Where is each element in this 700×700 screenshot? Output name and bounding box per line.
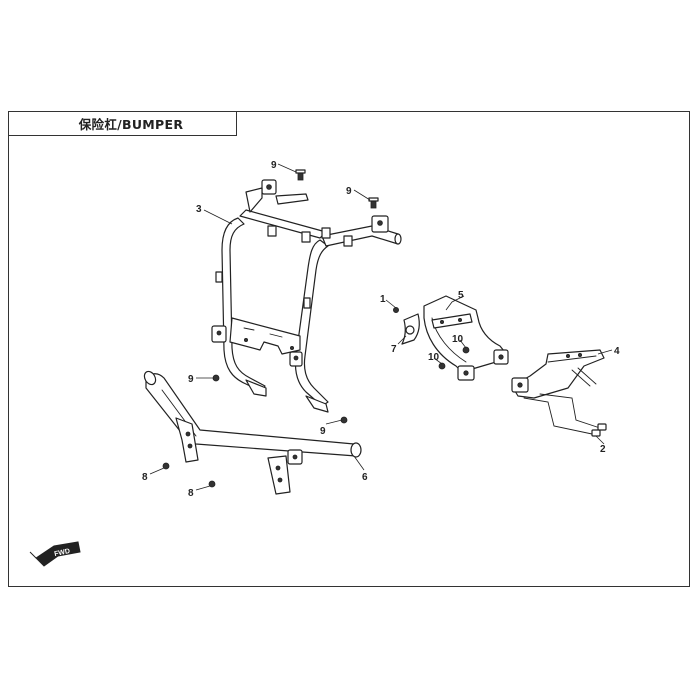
callout-8-left: 8	[142, 472, 148, 483]
leader-lines	[149, 163, 613, 491]
callout-2: 2	[600, 444, 606, 455]
callout-9-left-lower: 9	[188, 374, 194, 385]
title-box: 保险杠/BUMPER	[8, 111, 237, 136]
mount-bracket-part-5	[423, 295, 509, 381]
callout-3: 3	[196, 204, 202, 215]
forward-direction-icon: FWD	[29, 541, 81, 567]
callout-6: 6	[362, 472, 368, 483]
fasteners	[162, 169, 470, 488]
fwd-label: FWD	[54, 548, 71, 558]
callout-9-top-left: 9	[271, 160, 277, 171]
callout-5: 5	[458, 290, 464, 301]
callout-1: 1	[380, 294, 386, 305]
callout-4: 4	[614, 346, 620, 357]
bumper-frame-part-3	[211, 179, 402, 413]
callout-7: 7	[391, 344, 397, 355]
callout-9-right-lower: 9	[320, 426, 326, 437]
callout-9-top-right: 9	[346, 186, 352, 197]
callout-8-right: 8	[188, 488, 194, 499]
callout-10-lower: 10	[428, 352, 440, 363]
mount-bracket-part-4	[511, 349, 605, 399]
bracket-plate-part-7	[401, 313, 420, 345]
callout-10-upper: 10	[452, 334, 464, 345]
lower-bumper-tube-part-6	[143, 370, 362, 495]
diagram-frame	[8, 111, 690, 587]
callout-labels: 9 9 3 1 5 7 10 10 4 9 9 2 6 8 8	[142, 160, 620, 499]
page-title: 保险杠/BUMPER	[78, 116, 184, 132]
long-bolts-part-2	[523, 393, 607, 437]
